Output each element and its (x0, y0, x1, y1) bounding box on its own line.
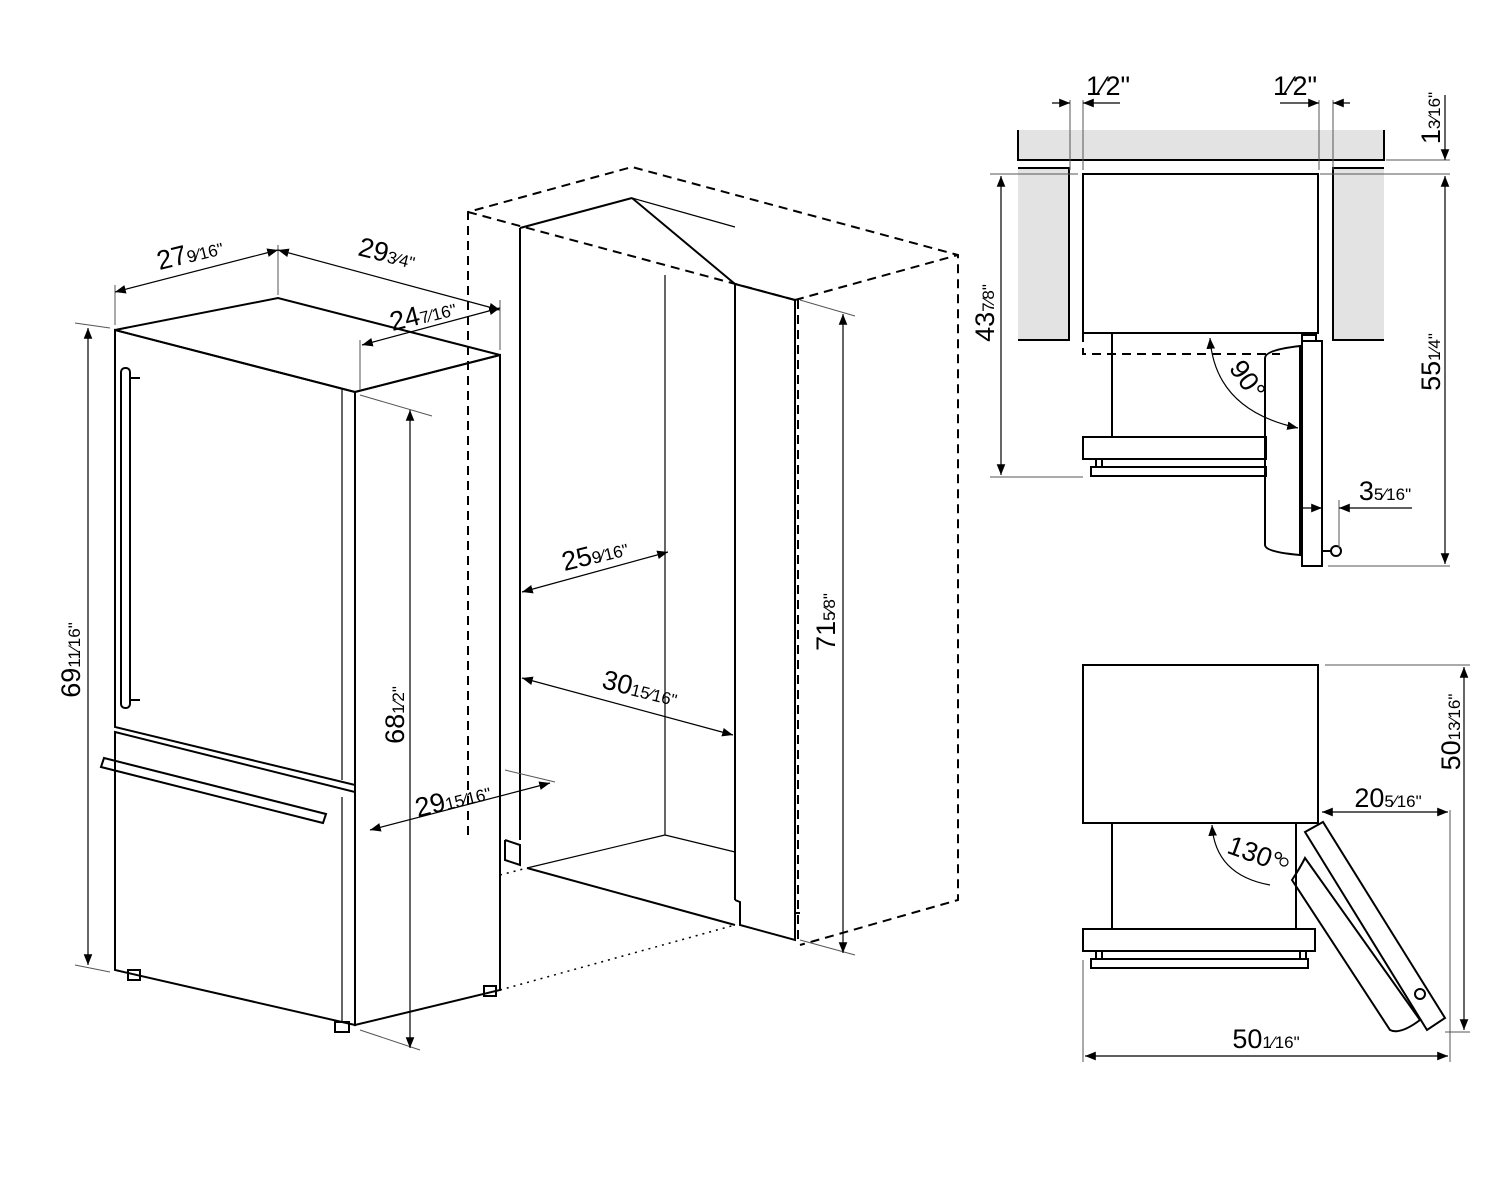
door-open-90 (1264, 344, 1301, 557)
top-view-door-130 (1082, 664, 1470, 1062)
fridge-foot (483, 985, 497, 997)
fridge-upper-door (114, 328, 356, 787)
dim-total-depth-130: 5013⁄16" (1436, 694, 1466, 771)
fridge-body-top (1082, 664, 1319, 824)
dim-gap-left: 1⁄2" (1086, 71, 1130, 101)
dimension-lines-left (74, 245, 856, 1051)
lower-door-handle (99, 756, 328, 825)
cabinet-niche (467, 165, 959, 991)
top-view-door-90 (990, 95, 1450, 567)
fridge-foot (127, 969, 141, 981)
dim-fridge-width: 279⁄16" (154, 231, 227, 276)
upper-door-handle (120, 367, 131, 709)
dim-niche-width: 3015⁄16" (599, 664, 681, 712)
dim-fridge-depth-total: 293⁄4" (355, 232, 418, 275)
door-open-130 (1303, 820, 1447, 1032)
dim-total-width-130: 501⁄16" (1232, 1024, 1299, 1054)
fridge-lower-door (114, 730, 356, 1027)
dim-fridge-height-total: 6911⁄16" (56, 622, 86, 697)
dim-gap-right: 1⁄2" (1273, 71, 1317, 101)
dim-total-depth-90: 551⁄4" (1416, 333, 1446, 391)
dim-handle-clearance: 35⁄16" (1359, 476, 1411, 506)
dim-fridge-height-body: 681⁄2" (380, 686, 410, 744)
fridge-body-top (1082, 173, 1319, 334)
dim-depth-90: 437⁄8" (970, 284, 1000, 342)
dim-door-overhang-130: 205⁄16" (1354, 783, 1421, 813)
dim-niche-height: 715⁄8" (811, 593, 841, 651)
dim-fridge-depth-body: 247⁄16" (387, 292, 460, 337)
refrigerator-illustration (99, 296, 501, 1033)
dim-niche-depth: 259⁄16" (559, 532, 632, 577)
dim-countertop-gap: 13⁄16" (1416, 92, 1446, 144)
fridge-side (354, 353, 501, 1027)
dim-fridge-depth-door-open: 2915⁄16" (412, 775, 494, 823)
fridge-foot (334, 1021, 350, 1033)
